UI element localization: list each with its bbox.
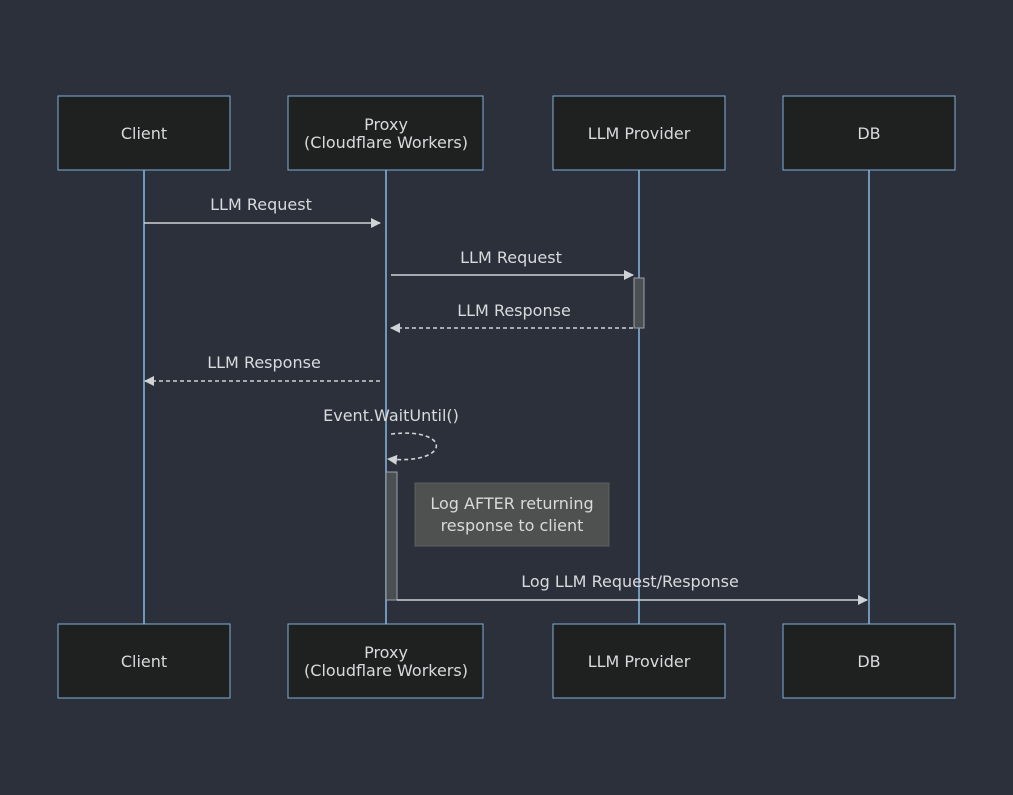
actor-box <box>552 623 726 699</box>
message-proxy-to-client-response[interactable]: LLM Response <box>144 353 380 386</box>
message-proxy-to-llm-request[interactable]: LLM Request <box>391 248 634 280</box>
note-line-2: response to client <box>441 516 584 535</box>
message-label: LLM Response <box>457 301 571 320</box>
actor-label: DB <box>857 652 880 671</box>
actor-box <box>782 95 956 171</box>
actor-box <box>57 95 231 171</box>
actor-box <box>782 623 956 699</box>
message-label: LLM Response <box>207 353 321 372</box>
actor-llm-provider-bottom[interactable]: LLM Provider <box>552 623 726 699</box>
actor-client-bottom[interactable]: Client <box>57 623 231 699</box>
actor-box <box>552 95 726 171</box>
actor-box <box>57 623 231 699</box>
message-proxy-self-waituntil[interactable]: Event.WaitUntil() <box>323 406 459 465</box>
message-label: Log LLM Request/Response <box>521 572 739 591</box>
activation-proxy <box>385 471 398 601</box>
actor-db-top[interactable]: DB <box>782 95 956 171</box>
message-client-to-proxy-request[interactable]: LLM Request <box>144 195 381 228</box>
actor-box <box>287 623 484 699</box>
actor-label: DB <box>857 124 880 143</box>
actor-label-line-2: (Cloudflare Workers) <box>304 661 468 680</box>
note-line-1: Log AFTER returning <box>430 494 593 513</box>
message-label: LLM Request <box>210 195 312 214</box>
message-label: LLM Request <box>460 248 562 267</box>
lifelines <box>143 170 870 624</box>
actor-label: LLM Provider <box>588 124 691 143</box>
note-box <box>414 482 610 547</box>
message-llm-to-proxy-response[interactable]: LLM Response <box>390 301 633 333</box>
actor-db-bottom[interactable]: DB <box>782 623 956 699</box>
actor-client-top[interactable]: Client <box>57 95 231 171</box>
actor-label-line-1: Proxy <box>364 115 408 134</box>
message-arrow <box>387 432 437 465</box>
note-log-after-return: Log AFTER returning response to client <box>414 482 610 547</box>
actor-label: Client <box>121 652 167 671</box>
actor-label-line-2: (Cloudflare Workers) <box>304 133 468 152</box>
actor-label-line-1: Proxy <box>364 643 408 662</box>
actor-llm-provider-top[interactable]: LLM Provider <box>552 95 726 171</box>
actor-label: LLM Provider <box>588 652 691 671</box>
actor-box <box>287 95 484 171</box>
activation-llm-provider <box>633 277 645 329</box>
actor-label: Client <box>121 124 167 143</box>
message-proxy-to-db-log[interactable]: Log LLM Request/Response <box>397 572 868 605</box>
actor-proxy-top[interactable]: Proxy (Cloudflare Workers) <box>287 95 484 171</box>
message-label: Event.WaitUntil() <box>323 406 459 425</box>
actor-proxy-bottom[interactable]: Proxy (Cloudflare Workers) <box>287 623 484 699</box>
